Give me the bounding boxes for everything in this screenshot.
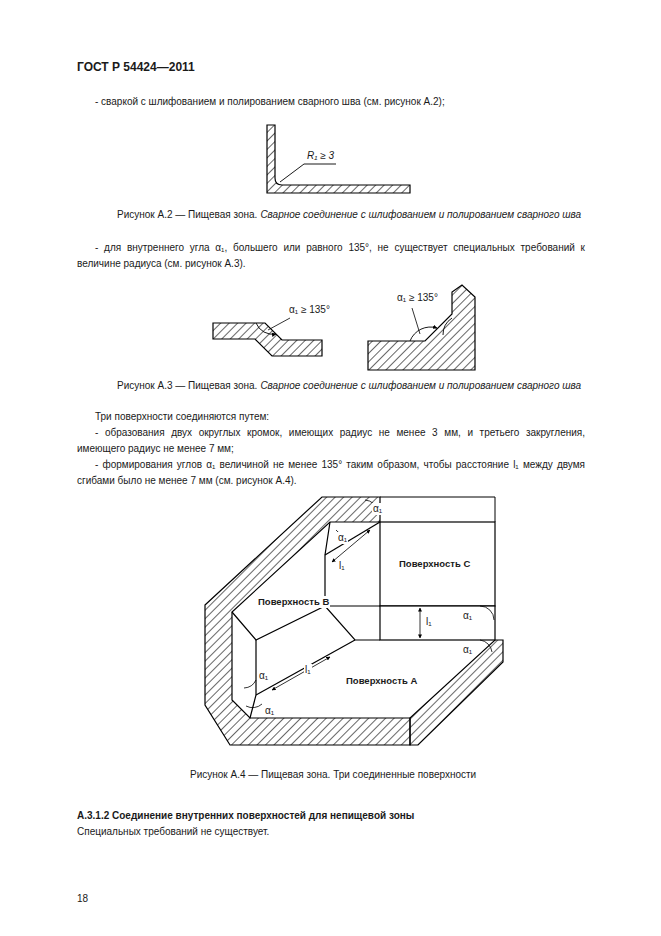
dimension-label: l₁ — [425, 616, 433, 628]
figure-caption: Сварное соединение с шлифованием и полир… — [260, 378, 581, 394]
angle-label: α₁ — [462, 644, 473, 656]
angle-label: α₁ ≥ 135° — [288, 304, 331, 316]
dimension-label: l₁ — [304, 664, 312, 676]
bent-plate-a3 — [213, 318, 322, 356]
figure-caption: Рисунок А.4 — Пищевая зона. Три соединен… — [190, 767, 476, 783]
body-text: - образования двух округлых кромок, имею… — [77, 425, 585, 457]
angle-label: α₁ — [462, 610, 473, 622]
angle-label: α₁ — [264, 705, 275, 717]
figure-caption: Сварное соединение с шлифованием и полир… — [260, 207, 581, 223]
three-surfaces-a4 — [205, 497, 503, 745]
document-header: ГОСТ Р 54424—2011 — [77, 60, 195, 74]
corner-section-a3 — [368, 285, 475, 370]
page-number: 18 — [77, 891, 88, 907]
surface-label: Поверхность С — [398, 558, 471, 570]
body-text: Специальных требований не существует. — [77, 824, 269, 840]
angle-label: α₁ — [258, 670, 269, 682]
body-text: - сваркой с шлифованием и полированием с… — [95, 94, 445, 110]
surface-label: Поверхность А — [345, 675, 418, 687]
figure-caption: Рисунок А.2 — Пищевая зона. — [117, 207, 257, 223]
angle-label: α₁ ≥ 135° — [396, 292, 439, 304]
angle-label: α₁ — [337, 532, 348, 544]
radius-label: R₁ ≥ 3 — [306, 150, 335, 162]
weld-section-a2 — [267, 125, 410, 193]
section-heading: А.3.1.2 Соединение внутренних поверхност… — [77, 808, 414, 824]
body-text: Три поверхности соединяются путем: — [95, 409, 269, 425]
surface-label: Поверхность В — [257, 596, 330, 608]
body-text: - формирования углов α₁ величиной не мен… — [77, 457, 585, 489]
angle-label: α₁ — [372, 503, 383, 515]
dimension-label: l₁ — [338, 560, 346, 572]
figure-caption: Рисунок А.3 — Пищевая зона. — [117, 378, 257, 394]
body-text: - для внутреннего угла α₁, большего или … — [77, 240, 585, 272]
